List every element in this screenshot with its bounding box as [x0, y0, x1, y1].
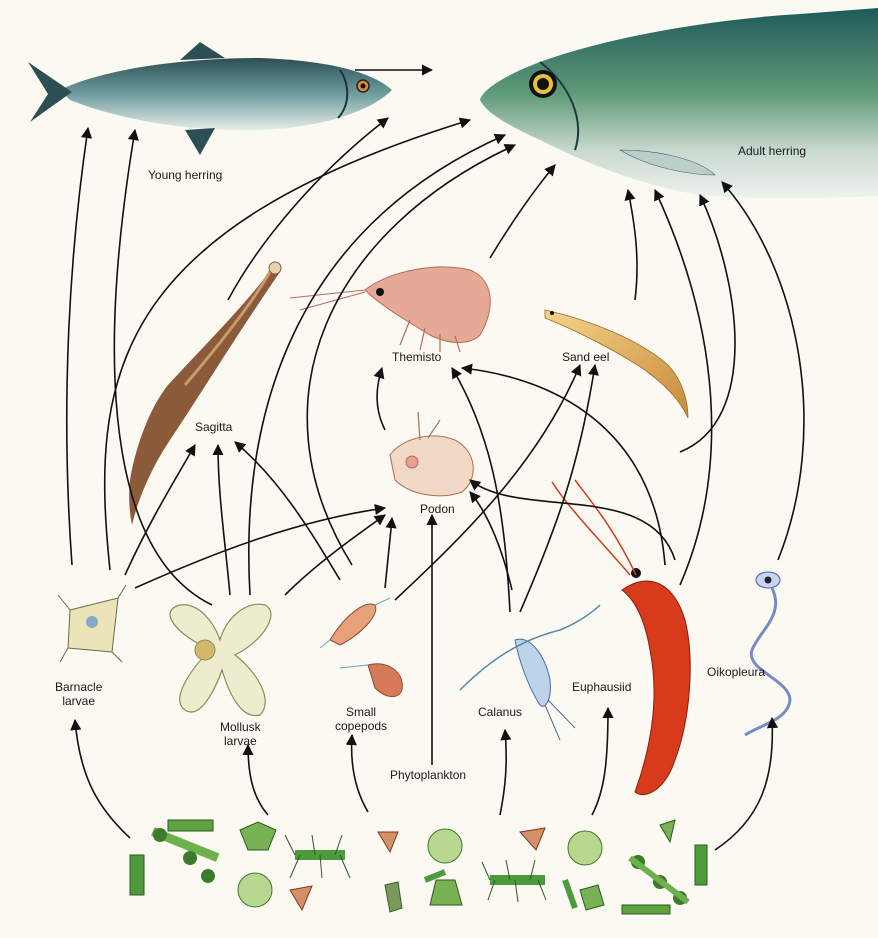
- arrow-euphausiid-to-adult: [655, 190, 712, 585]
- small-copepods-illustration: [320, 598, 402, 697]
- oikopleura-label: Oikopleura: [707, 665, 765, 679]
- arrow-mollusk-to-sagitta: [218, 445, 230, 595]
- euphausiid-illustration: [552, 480, 690, 795]
- podon-label: Podon: [420, 502, 455, 516]
- mollusk-larvae-label: Mollusk larvae: [220, 720, 261, 748]
- sand-eel-illustration: [545, 310, 688, 418]
- arrow-barnacle-to-young: [67, 128, 88, 565]
- arrow-phyto-to-euphausiid: [592, 708, 608, 815]
- arrow-phyto-to-oikopleura: [715, 718, 772, 850]
- arrow-euphausiid-to-themisto: [462, 368, 665, 565]
- arrow-oikopleura-to-adult: [722, 182, 804, 560]
- young-herring-illustration: [28, 42, 392, 155]
- arrow-phyto-to-calanus: [500, 730, 506, 815]
- arrow-phyto-to-barnacle: [75, 720, 130, 838]
- sagitta-illustration: [129, 262, 281, 525]
- mollusk-larvae-illustration: [170, 604, 271, 715]
- sagitta-label: Sagitta: [195, 420, 232, 434]
- small-copepods-label: Small copepods: [335, 705, 387, 733]
- arrow-mollusk-to-adult: [249, 135, 505, 595]
- arrow-phyto-to-mollusk: [248, 745, 268, 815]
- oikopleura-illustration: [745, 572, 790, 735]
- adult-herring-illustration: [480, 8, 878, 198]
- calanus-illustration: [460, 605, 600, 740]
- arrow-themisto-to-adult: [490, 165, 555, 258]
- calanus-label: Calanus: [478, 705, 522, 719]
- young-herring-label: Young herring: [148, 168, 222, 182]
- arrow-barnacle-to-podon: [135, 508, 385, 588]
- arrow-phyto-to-copepods: [352, 735, 368, 812]
- arrow-sagitta-to-young: [228, 118, 388, 300]
- arrow-sandeel-to-adult: [628, 190, 637, 300]
- barnacle-larvae-label: Barnacle larvae: [55, 680, 102, 708]
- phytoplankton-label: Phytoplankton: [390, 768, 466, 782]
- arrow-calanus-to-sandeel: [520, 365, 595, 612]
- arrow-podon-to-themisto: [377, 368, 385, 430]
- arrow-mollusk-to-podon: [285, 515, 385, 595]
- adult-herring-label: Adult herring: [738, 144, 806, 158]
- phytoplankton-illustration: [130, 820, 707, 914]
- podon-illustration: [390, 412, 473, 496]
- barnacle-larvae-illustration: [58, 585, 126, 662]
- arrow-copepods-to-podon: [385, 518, 392, 588]
- euphausiid-label: Euphausiid: [572, 680, 631, 694]
- arrow-calanus-to-podon: [470, 492, 512, 590]
- themisto-label: Themisto: [392, 350, 441, 364]
- sand-eel-label: Sand eel: [562, 350, 609, 364]
